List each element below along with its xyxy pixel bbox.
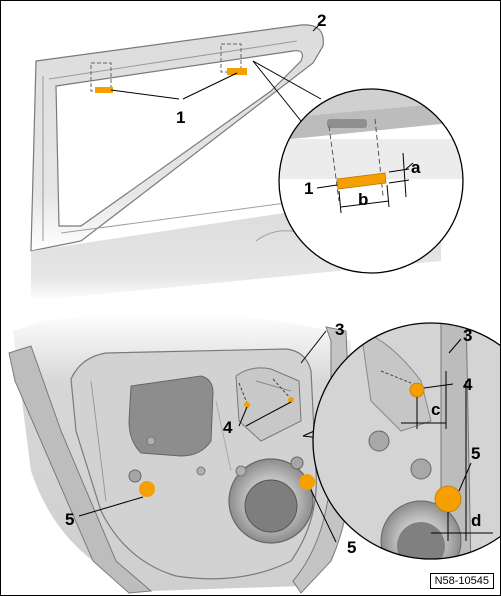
- marking-tape-left: [95, 87, 113, 93]
- leader-line-3: [300, 330, 327, 364]
- door-inner-panel: [8, 313, 353, 594]
- dim-label-b: b: [358, 190, 368, 209]
- callout-2: 2: [317, 11, 326, 30]
- marks-position-4: [238, 378, 292, 404]
- callout-1-main: 1: [176, 108, 185, 127]
- dimension-b: [338, 184, 390, 214]
- marking-dot-5-detail: [434, 485, 462, 513]
- marking-tape-right: [227, 68, 247, 75]
- callout-3-main: 3: [335, 320, 344, 339]
- leader-line-3-detail: [448, 338, 462, 354]
- leader-line-4-detail: [423, 383, 454, 389]
- leader-line-5a: [78, 496, 144, 517]
- window-frame: [30, 24, 441, 301]
- marking-dot-4-detail: [409, 382, 425, 398]
- dimension-d: [431, 381, 493, 541]
- marking-dot-4a: [244, 402, 250, 408]
- callout-5-detail: 5: [471, 444, 480, 463]
- dimension-a: [388, 152, 414, 198]
- callout-3-detail: 3: [463, 326, 472, 345]
- leader-lines-4: [238, 401, 292, 427]
- figure-reference: N58-10545: [429, 573, 494, 589]
- dimension-c: [401, 371, 447, 429]
- callout-5-right: 5: [347, 538, 356, 557]
- dim-label-c: c: [431, 400, 440, 419]
- leader-lines-1: [110, 72, 238, 100]
- dim-label-d: d: [471, 511, 481, 530]
- callout-4-detail: 4: [463, 375, 473, 394]
- marking-dot-5a: [139, 481, 155, 497]
- callout-5-left: 5: [65, 510, 74, 529]
- callout-4-main: 4: [223, 418, 233, 437]
- leader-line-1-detail: [316, 184, 338, 189]
- leader-line-5b: [310, 489, 337, 543]
- marking-tape-detail: [336, 172, 387, 190]
- detail-link-line-b: [252, 60, 322, 100]
- marking-dot-4b: [288, 397, 294, 403]
- marking-dot-5b: [299, 474, 315, 490]
- leader-line-2: [312, 24, 320, 32]
- dim-label-a: a: [411, 158, 421, 177]
- detail-link-line-a: [252, 60, 302, 122]
- callout-1-detail: 1: [304, 179, 313, 198]
- leader-line-5-detail: [458, 462, 472, 492]
